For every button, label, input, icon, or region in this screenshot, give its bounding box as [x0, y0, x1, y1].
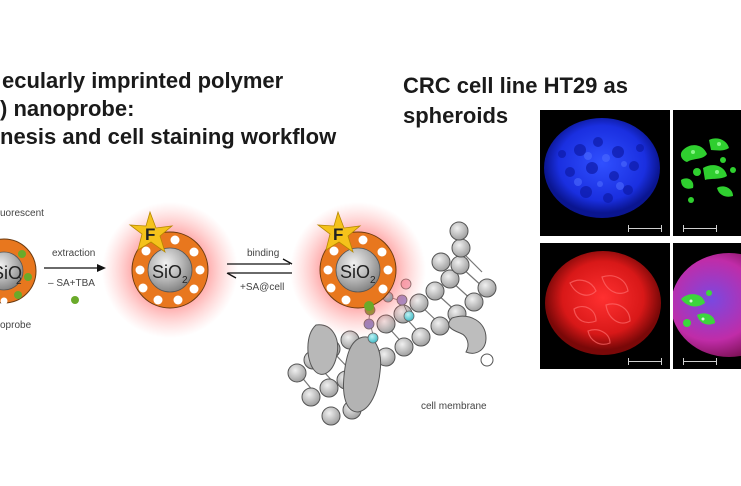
left-title-line3: nesis and cell staining workflow [0, 124, 337, 149]
extraction-arrow [44, 264, 106, 272]
svg-text:2: 2 [182, 275, 188, 286]
panel-green-probe [673, 110, 741, 236]
scale-bar [683, 358, 717, 365]
left-title-line1: ecularly imprinted polymer [2, 68, 284, 93]
binding-sub-label: +SA@cell [240, 282, 284, 293]
left-title: ecularly imprinted polymer ) nanoprobe: … [0, 67, 336, 151]
binding-equilibrium-arrows [226, 258, 293, 279]
cell-membrane-label: cell membrane [421, 401, 487, 412]
right-title-line1: CRC cell line HT29 as [403, 73, 628, 98]
panel-blue-nuclei [540, 110, 670, 236]
binding-label: binding [247, 248, 279, 259]
panel-red-membrane [540, 243, 670, 369]
fluorophore-star-icon-2 [316, 210, 362, 254]
svg-text:2: 2 [370, 275, 376, 286]
workflow-diagram: SiO 2 uorescent oprobe extraction – SA+T… [0, 202, 497, 426]
extraction-sub-label: – SA+TBA [48, 278, 95, 289]
svg-text:2: 2 [16, 276, 22, 287]
nanoprobe-with-template: SiO 2 [0, 238, 37, 305]
nanoprobe-empty: F SiO 2 [102, 202, 238, 338]
cell-membrane [287, 221, 497, 426]
silica-label-2: SiO [152, 262, 182, 282]
extraction-label: extraction [52, 248, 95, 259]
silica-label-1: SiO [0, 263, 22, 283]
panel-merge [673, 243, 741, 369]
released-template-dot [71, 296, 79, 304]
nanoprobe-label: oprobe [0, 320, 32, 331]
nanoprobe-bound: F SiO 2 [290, 202, 426, 338]
scale-bar [683, 225, 717, 232]
silica-label-3: SiO [340, 262, 370, 282]
fluorescent-label: uorescent [0, 208, 44, 219]
fluor-letter-1: F [145, 225, 155, 244]
right-title: CRC cell line HT29 as spheroids [403, 72, 628, 130]
left-title-line2: ) nanoprobe: [0, 96, 135, 121]
fluorophore-star-icon [128, 210, 174, 254]
scale-bar [628, 225, 662, 232]
fluor-letter-2: F [333, 225, 343, 244]
scale-bar [628, 358, 662, 365]
right-title-line2: spheroids [403, 103, 509, 128]
microscopy-grid [540, 110, 741, 369]
